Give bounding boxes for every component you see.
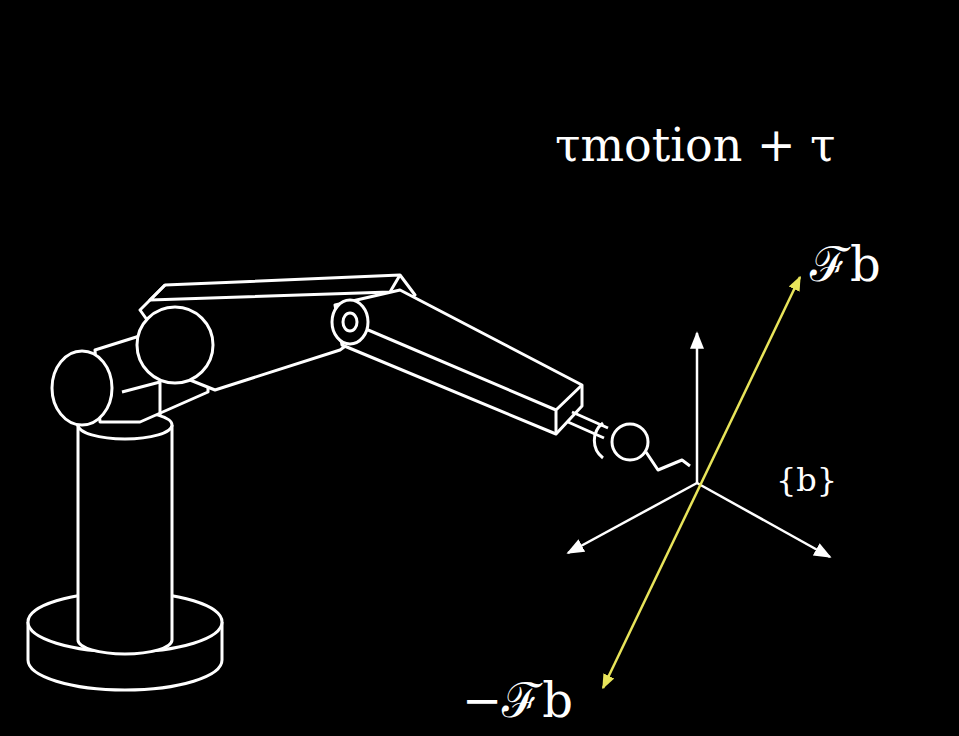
torque-label: τmotion + τ (555, 122, 836, 168)
axis-up (696, 333, 699, 483)
axis-left (568, 483, 697, 553)
forearm (335, 290, 582, 434)
frame-axes (568, 333, 830, 557)
upper-link-edge (150, 275, 400, 300)
wrist-joint (612, 424, 648, 460)
forearm-edge (340, 318, 582, 434)
wrench-arrow (603, 277, 800, 688)
wrist-ring (594, 423, 603, 458)
shoulder-joint (137, 307, 213, 383)
gripper (646, 452, 690, 470)
shoulder-face (52, 351, 112, 425)
force-label: ℱb (810, 240, 881, 288)
elbow-pin (343, 313, 357, 331)
force-negative-label: −ℱb (462, 676, 573, 724)
shoulder-notch (122, 382, 160, 416)
robot-arm (28, 275, 690, 690)
frame-label: {b} (776, 464, 837, 496)
column (78, 425, 172, 654)
elbow-joint (332, 300, 368, 344)
